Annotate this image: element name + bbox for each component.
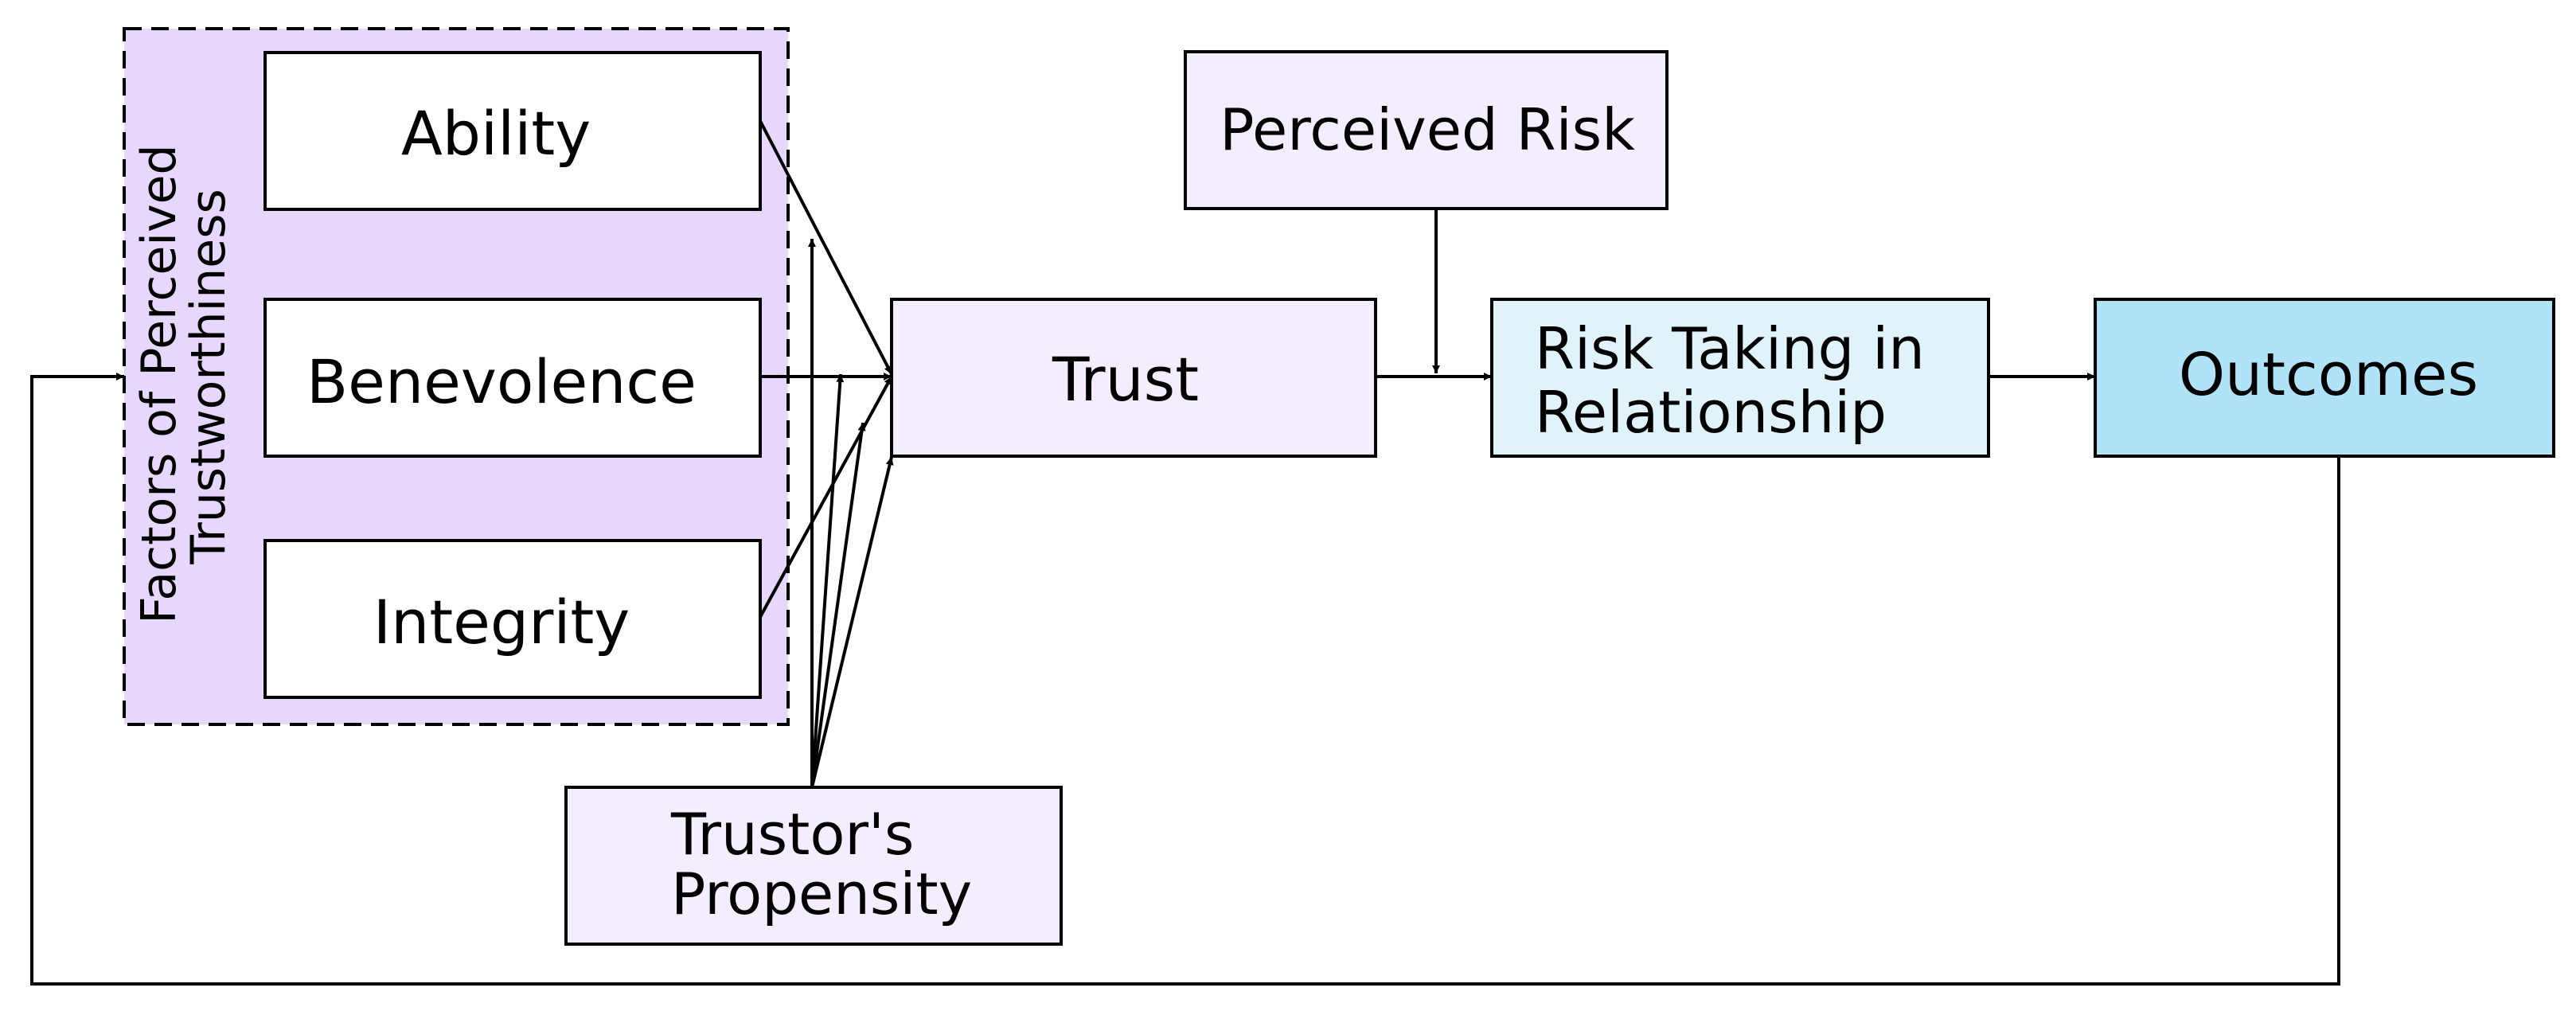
edge-propensity-benevolence bbox=[810, 373, 845, 788]
outcomes-node: Outcomes bbox=[2094, 298, 2555, 458]
edge-propensity-trust bbox=[810, 456, 894, 788]
perceived-risk-node: Perceived Risk bbox=[1184, 50, 1669, 210]
integrity-label: Integrity bbox=[373, 587, 630, 658]
integrity-node: Integrity bbox=[263, 539, 762, 699]
group-label: Factors of Perceived Trustworthiness bbox=[131, 129, 236, 623]
risk-taking-line2: Relationship bbox=[1535, 379, 1887, 446]
edge-integrity-trust bbox=[759, 376, 893, 618]
edge-ability-trust bbox=[759, 120, 893, 375]
outcomes-label: Outcomes bbox=[2179, 341, 2478, 409]
ability-label: Ability bbox=[401, 98, 591, 169]
trust-label: Trust bbox=[1052, 344, 1199, 415]
risk-taking-label: Risk Taking in Relationship bbox=[1535, 315, 1943, 446]
perceived-risk-label: Perceived Risk bbox=[1220, 96, 1635, 163]
trust-node: Trust bbox=[890, 298, 1377, 458]
propensity-line1: Trustor's bbox=[670, 801, 914, 868]
benevolence-label: Benevolence bbox=[306, 346, 697, 417]
propensity-node: Trustor's Propensity bbox=[564, 786, 1063, 946]
group-label-line1: Factors of Perceived bbox=[131, 144, 187, 623]
edge-propensity-integrity bbox=[810, 422, 866, 788]
benevolence-node: Benevolence bbox=[263, 298, 762, 458]
edges bbox=[30, 120, 2340, 986]
edge-outcomes-feedback bbox=[30, 373, 2340, 986]
ability-node: Ability bbox=[263, 51, 762, 211]
risk-taking-line1: Risk Taking in bbox=[1535, 315, 1925, 382]
propensity-line2: Propensity bbox=[671, 861, 972, 927]
risk-taking-node: Risk Taking in Relationship bbox=[1490, 298, 1990, 458]
propensity-label: Trustor's Propensity bbox=[670, 801, 972, 927]
group-label-line2: Trustworthiness bbox=[181, 189, 236, 564]
